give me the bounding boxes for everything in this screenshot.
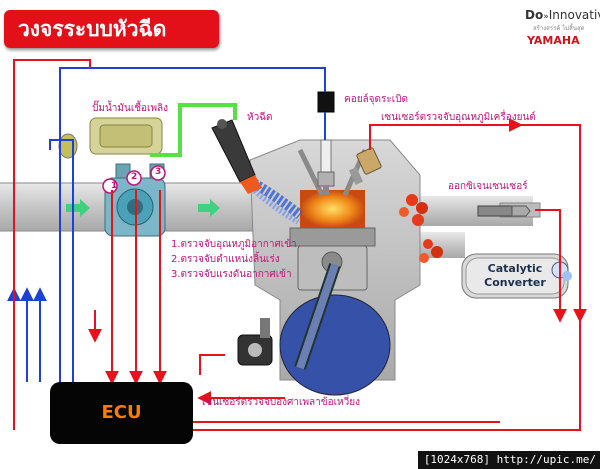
page-title: วงจรระบบหัวฉีด — [4, 10, 219, 48]
catalytic-converter-shape — [461, 253, 569, 299]
sensor-badges — [102, 165, 166, 194]
injector-icon — [211, 119, 262, 194]
ignition-coil-label: คอยล์จุดระเบิด — [344, 94, 409, 105]
oxygen-sensor-label: ออกซิเจนเซนเซอร์ — [448, 181, 528, 192]
fuel-pump-icon — [58, 117, 163, 159]
image-footer: [1024x768] http://upic.me/ — [418, 451, 600, 469]
fuel-line — [150, 103, 237, 157]
ignition-coil-icon — [317, 91, 335, 113]
brand-tagline: สร้างสรรค์ ไม่สิ้นสุด — [533, 25, 585, 32]
fuel-pump-label: ปั๊มน้ำมันเชื้อเพลิง — [92, 103, 169, 114]
crank-sensor-label: เซนเซอร์ตรวจจับองศาเพลาข้อเหวี่ยง — [202, 397, 360, 408]
yamaha-logo: YAMAHA — [527, 34, 580, 47]
brand-do-innovative: Do»Innovative — [525, 8, 600, 22]
sensor-item-1: 1.ตรวจจับอุณหภูมิอากาศเข้า — [171, 239, 297, 250]
ecu-box: ECU — [50, 382, 193, 444]
catalytic-line-2: Converter — [484, 276, 546, 289]
engine-temp-sensor-label: เซนเซอร์ตรวจจับอุณหภูมิเครื่องยนต์ — [381, 112, 536, 123]
catalytic-line-1: Catalytic — [487, 262, 543, 275]
signal-lines — [13, 59, 587, 431]
crank-position-sensor — [237, 318, 273, 366]
sensor-item-2: 2.ตรวจจับตำแหน่งลิ้นเร่ง — [171, 254, 280, 265]
red-gas-particles — [399, 194, 443, 263]
piston-head — [289, 227, 376, 247]
sensor-badge-3: 3 — [155, 167, 162, 177]
sensor-badge-2: 2 — [131, 172, 138, 182]
airflow-arrows — [66, 199, 220, 217]
spark-plug-icon — [317, 139, 335, 196]
engine-temp-sensor-icon — [348, 147, 382, 185]
combustion-flame — [300, 190, 365, 228]
sensor-item-3: 3.ตรวจจับแรงดันอากาศเข้า — [171, 269, 292, 280]
injector-label: หัวฉีด — [247, 112, 273, 123]
sensor-badge-1: 1 — [111, 181, 118, 191]
catalytic-converter-label: Catalytic Converter — [470, 262, 560, 290]
oxygen-sensor-icon — [477, 205, 531, 217]
crankshaft — [279, 263, 391, 396]
